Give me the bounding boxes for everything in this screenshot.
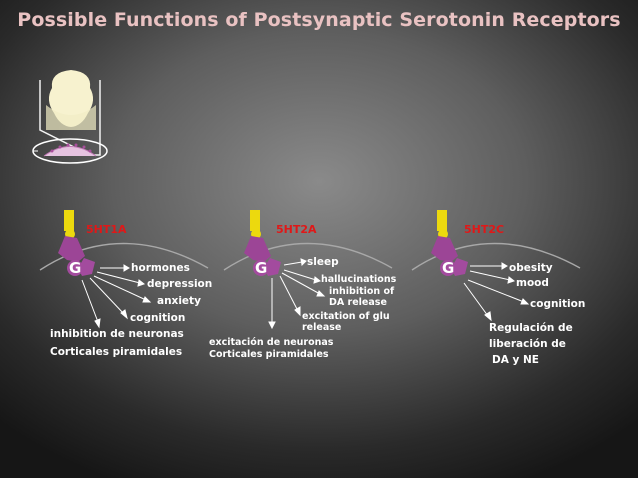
synapse-zoom-icon: [32, 138, 108, 164]
membrane-5ht1a: [39, 242, 209, 271]
g-protein-label-1: G: [69, 259, 82, 277]
receptor-5ht1a-icon: [58, 210, 95, 276]
arrows-5ht2a: [268, 258, 326, 330]
function-inhibition-of: inhibition of: [329, 286, 395, 297]
g-protein-label-2: G: [255, 259, 268, 277]
receptor-label-5ht2c: 5HT2C: [464, 223, 505, 236]
function-cognition: cognition: [130, 312, 186, 324]
function-release: release: [302, 322, 342, 333]
receptor-label-5ht2a: 5HT2A: [276, 223, 317, 236]
function-depression: depression: [147, 278, 213, 290]
function-sleep: sleep: [307, 256, 339, 268]
function-hallucinations: hallucinations: [321, 274, 397, 285]
function-cognition-2: cognition: [530, 298, 586, 310]
function-corticales-piramidales-2: Corticales piramidales: [209, 349, 329, 360]
membrane-5ht2c: [411, 242, 581, 271]
receptor-5ht2c-icon: [431, 210, 468, 276]
receptor-label-5ht1a: 5HT1A: [86, 223, 127, 236]
function-anxiety: anxiety: [157, 295, 201, 307]
slide-title: Possible Functions of Postsynaptic Serot…: [17, 9, 621, 31]
function-corticales-piramidales: Corticales piramidales: [50, 346, 183, 358]
function-regulacion: Regulación de: [489, 322, 573, 334]
g-protein-label-3: G: [442, 259, 455, 277]
function-da-release: DA release: [329, 297, 387, 308]
function-excitacion-neuronas: excitación de neuronas: [209, 337, 334, 348]
function-excitation-of-glu: excitation of glu: [302, 311, 390, 322]
presynaptic-terminal-icon: [39, 70, 101, 156]
arrows-5ht1a: [81, 264, 152, 329]
function-liberacion: liberación de: [489, 338, 566, 350]
function-hormones: hormones: [131, 262, 190, 274]
function-da-y-ne: DA y NE: [492, 354, 539, 366]
function-obesity: obesity: [509, 262, 553, 274]
arrows-5ht2c: [463, 262, 530, 322]
function-mood: mood: [516, 277, 549, 289]
function-inhibition-neuronas: inhibition de neuronas: [50, 328, 184, 340]
membrane-5ht2a: [223, 242, 393, 271]
receptor-5ht2a-icon: [244, 210, 281, 276]
